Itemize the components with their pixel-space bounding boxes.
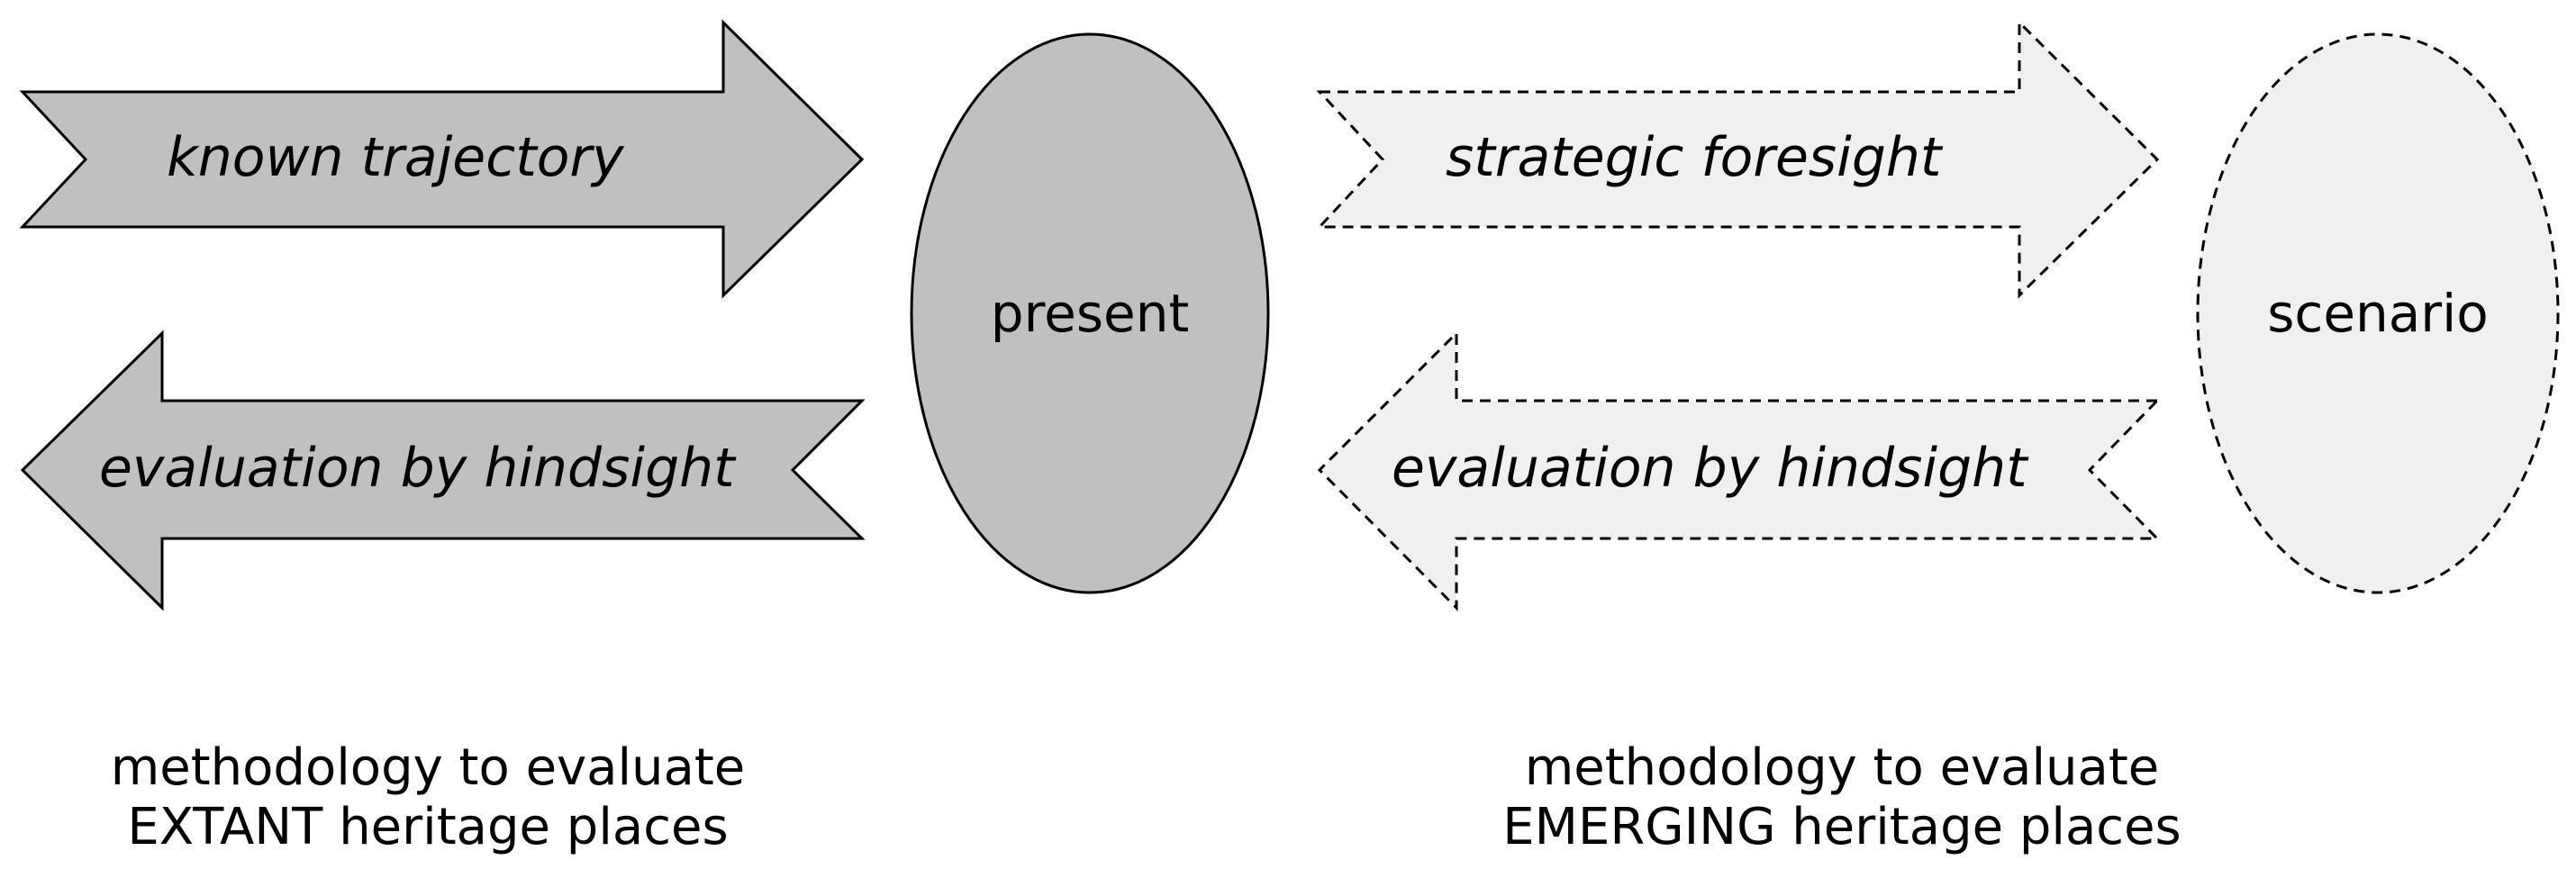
emerging-caption-line2: EMERGING heritage places [1502, 798, 2181, 856]
right-hindsight-arrow [1317, 330, 2161, 611]
known-trajectory-label: known trajectory [167, 126, 625, 189]
emerging-methodology-caption: methodology to evaluate EMERGING heritag… [1437, 738, 2247, 857]
extant-caption-line1: methodology to evaluate [110, 738, 746, 797]
left-hindsight-arrow [20, 330, 866, 611]
emerging-caption-line1: methodology to evaluate [1524, 738, 2160, 797]
scenario-node [2196, 32, 2560, 594]
extant-methodology-caption: methodology to evaluate EXTANT heritage … [23, 738, 833, 857]
right-hindsight-label: evaluation by hindsight [1392, 437, 2029, 500]
strategic-foresight-label: strategic foresight [1446, 126, 1944, 189]
left-hindsight-label: evaluation by hindsight [99, 437, 737, 500]
known-trajectory-arrow [19, 19, 865, 299]
scenario-label: scenario [2267, 283, 2489, 344]
present-node [910, 32, 1270, 594]
strategic-foresight-arrow [1316, 19, 2160, 299]
extant-caption-line2: EXTANT heritage places [127, 798, 729, 856]
present-label: present [991, 283, 1189, 344]
